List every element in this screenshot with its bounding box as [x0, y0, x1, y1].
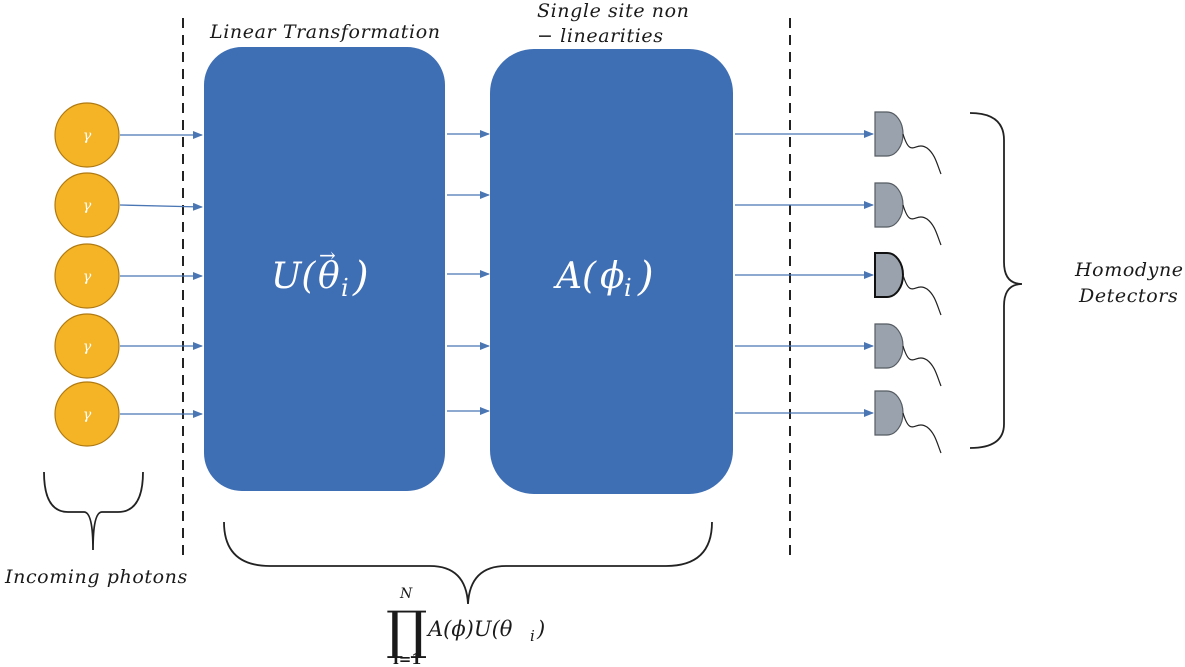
photon-circle: [54, 172, 120, 238]
photon-symbol: γ: [83, 128, 92, 144]
detector-signal-wire: [902, 412, 942, 454]
unitary-suffix: ): [352, 254, 369, 300]
photon-circle: [54, 381, 120, 447]
photon-circle: [54, 313, 120, 379]
homodyne-label-line2: Detectors: [1078, 285, 1178, 307]
product-upper-limit: N: [399, 586, 413, 602]
linear-transformation-block: [204, 47, 445, 491]
unitary-subscript: i: [341, 274, 349, 302]
unitary-label: U( θ → i ): [271, 243, 369, 302]
photon-symbol: γ: [83, 198, 92, 214]
homodyne-label-line1: Homodyne: [1074, 259, 1184, 281]
product-expression-close: ): [536, 617, 545, 641]
detector: [874, 252, 942, 316]
detector: [874, 390, 942, 454]
activation-suffix: ): [637, 254, 654, 300]
photon-circle: [54, 243, 120, 309]
theta-symbol: θ: [318, 256, 340, 297]
detector-body: [874, 111, 904, 157]
activation-label: A( ϕ i ): [553, 254, 654, 302]
product-lower-limit: i=1: [393, 650, 422, 667]
incoming-photons-label: Incoming photons: [4, 566, 188, 588]
photon: γ: [54, 172, 120, 238]
connection-arrows: [119, 130, 874, 418]
linear-transformation-label: Linear Transformation: [209, 21, 441, 43]
nonlinear-label-line2: − linearities: [537, 25, 664, 47]
activation-prefix: A(: [553, 256, 597, 297]
photon-symbol: γ: [83, 339, 92, 355]
input-arrow: [119, 202, 203, 211]
detector-body: [874, 182, 904, 228]
detector-signal-wire: [902, 345, 942, 387]
phi-symbol: ϕ: [600, 256, 625, 297]
layers-brace: [223, 521, 713, 605]
detector-signal-wire: [902, 133, 942, 175]
detector-body: [874, 323, 904, 369]
detector-body: [874, 252, 904, 298]
product-expression-subscript: i: [530, 627, 535, 645]
nonlinear-label-line1: Single site non: [537, 0, 690, 22]
nonlinearity-block: [490, 49, 733, 494]
photons-brace: [43, 471, 144, 551]
vector-arrow: →: [319, 243, 336, 267]
photon-symbol: γ: [83, 269, 92, 285]
product-formula: N ∏ i=1 A(ϕ)U(θ i ): [386, 586, 545, 667]
detector: [874, 111, 942, 175]
photon: γ: [54, 102, 120, 168]
photon-sources: γ γ γ γ γ: [54, 102, 120, 447]
detector-signal-wire: [902, 274, 942, 316]
photon: γ: [54, 243, 120, 309]
photon-circle: [54, 102, 120, 168]
detectors-brace: [969, 112, 1023, 449]
unitary-prefix: U(: [271, 256, 316, 297]
photon: γ: [54, 313, 120, 379]
detector: [874, 323, 942, 387]
product-expression: A(ϕ)U(θ: [426, 617, 513, 641]
detector: [874, 182, 942, 246]
photon: γ: [54, 381, 120, 447]
homodyne-detectors: [874, 111, 942, 454]
detector-body: [874, 390, 904, 436]
detector-signal-wire: [902, 204, 942, 246]
photon-symbol: γ: [83, 407, 92, 423]
product-symbol: ∏: [386, 601, 427, 661]
activation-subscript: i: [624, 274, 632, 302]
